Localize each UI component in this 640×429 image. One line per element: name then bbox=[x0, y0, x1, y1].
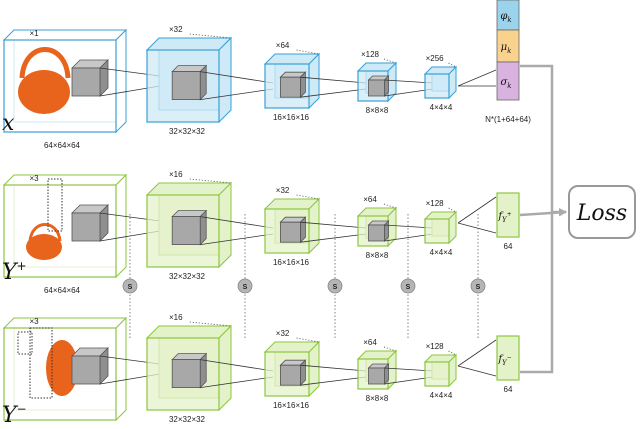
shared-weight-marker: S bbox=[400, 278, 416, 294]
multiplier-leader bbox=[448, 350, 457, 356]
svg-text:S: S bbox=[243, 284, 248, 291]
branch-y-plus: ×3 64×64×64 Y+ ×16 32×32×32 ×32 16×16×16 ×64 8×8… bbox=[2, 170, 567, 295]
branch-symbol: Y+ bbox=[2, 259, 27, 285]
layer-multiplier: ×128 bbox=[426, 199, 445, 208]
layer-multiplier: ×64 bbox=[276, 41, 290, 50]
voxel-object bbox=[17, 327, 78, 399]
feature-dim-label: 64 bbox=[504, 242, 513, 251]
kernel-cube bbox=[71, 204, 109, 242]
layer-size-label: 4×4×4 bbox=[430, 248, 453, 257]
layer-size-label: 16×16×16 bbox=[273, 113, 310, 122]
layer-multiplier: ×16 bbox=[169, 313, 183, 322]
output-note: N*(1+64+64) bbox=[485, 115, 531, 124]
shared-weight-marker: S bbox=[237, 278, 253, 294]
input-multiplier: ×3 bbox=[29, 317, 39, 326]
layer-size-label: 16×16×16 bbox=[273, 258, 310, 267]
feature-vector-y-plus: fY+ bbox=[496, 192, 520, 238]
layer-size-label: 4×4×4 bbox=[430, 391, 453, 400]
svg-text:σk: σk bbox=[500, 77, 511, 90]
phi-cell: φk bbox=[496, 0, 520, 31]
layer-multiplier: ×256 bbox=[426, 54, 445, 63]
layer-multiplier: ×64 bbox=[363, 338, 377, 347]
multiplier-leader bbox=[189, 178, 232, 184]
arrow-to-loss bbox=[520, 64, 567, 216]
layer-size-label: 8×8×8 bbox=[366, 394, 389, 403]
multiplier-leader bbox=[189, 33, 232, 39]
layer-multiplier: ×32 bbox=[169, 25, 183, 34]
input-multiplier: ×3 bbox=[29, 174, 39, 183]
input-size-label: 64×64×64 bbox=[44, 286, 81, 295]
layer-multiplier: ×32 bbox=[276, 186, 290, 195]
svg-text:S: S bbox=[333, 284, 338, 291]
shared-weight-marker: S bbox=[470, 278, 486, 294]
multiplier-leader bbox=[296, 49, 320, 55]
multiplier-leader bbox=[296, 337, 320, 343]
input-multiplier: ×1 bbox=[29, 29, 39, 38]
layer-size-label: 32×32×32 bbox=[169, 272, 206, 281]
layer-size-label: 16×16×16 bbox=[273, 401, 310, 410]
kernel-cube bbox=[71, 59, 109, 97]
layer-size-label: 8×8×8 bbox=[366, 251, 389, 260]
kernel-cube bbox=[71, 347, 109, 385]
svg-text:S: S bbox=[406, 284, 411, 291]
layer-size-label: 4×4×4 bbox=[430, 103, 453, 112]
branch-x: ×1 64×64×64 x ×32 32×32×32 ×64 16×16×16 ×128 8×8… bbox=[2, 0, 567, 216]
kernel-cube bbox=[279, 71, 307, 99]
svg-text:S: S bbox=[128, 284, 133, 291]
kernel-cube bbox=[367, 220, 390, 242]
kernel-cube bbox=[171, 64, 208, 101]
multiplier-leader bbox=[448, 207, 457, 213]
layer-multiplier: ×128 bbox=[426, 342, 445, 351]
kernel-cube bbox=[171, 352, 208, 389]
kernel-cube bbox=[367, 75, 390, 97]
input-size-label: 64×64×64 bbox=[44, 141, 81, 150]
svg-text:S: S bbox=[476, 284, 481, 291]
layer-multiplier: ×128 bbox=[361, 50, 380, 59]
layer-size-label: 8×8×8 bbox=[366, 106, 389, 115]
svg-text:φk: φk bbox=[500, 11, 511, 24]
feature-volume-4 bbox=[423, 65, 458, 100]
arrow-to-loss bbox=[520, 212, 554, 374]
feature-dim-label: 64 bbox=[504, 385, 513, 394]
branch-symbol: Y− bbox=[2, 402, 27, 428]
branch-symbol: x bbox=[2, 111, 15, 136]
shared-weight-marker: S bbox=[327, 278, 343, 294]
feature-volume-4 bbox=[423, 210, 458, 245]
layer-multiplier: ×16 bbox=[169, 170, 183, 179]
voxel-object bbox=[26, 178, 63, 260]
multiplier-leader bbox=[296, 194, 320, 200]
kernel-cube bbox=[279, 216, 307, 244]
feature-vector-y-minus: fY− bbox=[496, 335, 520, 381]
multiplier-leader bbox=[448, 62, 457, 68]
mu-cell: μk bbox=[496, 29, 520, 63]
kernel-cube bbox=[367, 363, 390, 385]
voxel-object bbox=[18, 47, 71, 114]
arrow-to-loss bbox=[519, 208, 567, 217]
multiplier-leader bbox=[383, 346, 397, 352]
layer-multiplier: ×32 bbox=[276, 329, 290, 338]
kernel-cube bbox=[171, 209, 208, 246]
loss-label: Loss bbox=[576, 201, 627, 226]
loss-box: Loss bbox=[568, 185, 636, 239]
feature-volume-4 bbox=[423, 353, 458, 388]
layer-multiplier: ×64 bbox=[363, 195, 377, 204]
multiplier-leader bbox=[383, 58, 397, 64]
sigma-cell: σk bbox=[496, 61, 520, 101]
multiplier-leader bbox=[383, 203, 397, 209]
kernel-cube bbox=[279, 359, 307, 387]
layer-size-label: 32×32×32 bbox=[169, 415, 206, 424]
shared-weight-marker: S bbox=[122, 278, 138, 294]
branch-y-minus: ×3 64×64×64Y− ×16 32×32×32 ×32 16×16×16 ×64 8×8… bbox=[2, 212, 554, 428]
layer-size-label: 32×32×32 bbox=[169, 127, 206, 136]
svg-text:μk: μk bbox=[501, 42, 512, 55]
multiplier-leader bbox=[189, 321, 232, 327]
